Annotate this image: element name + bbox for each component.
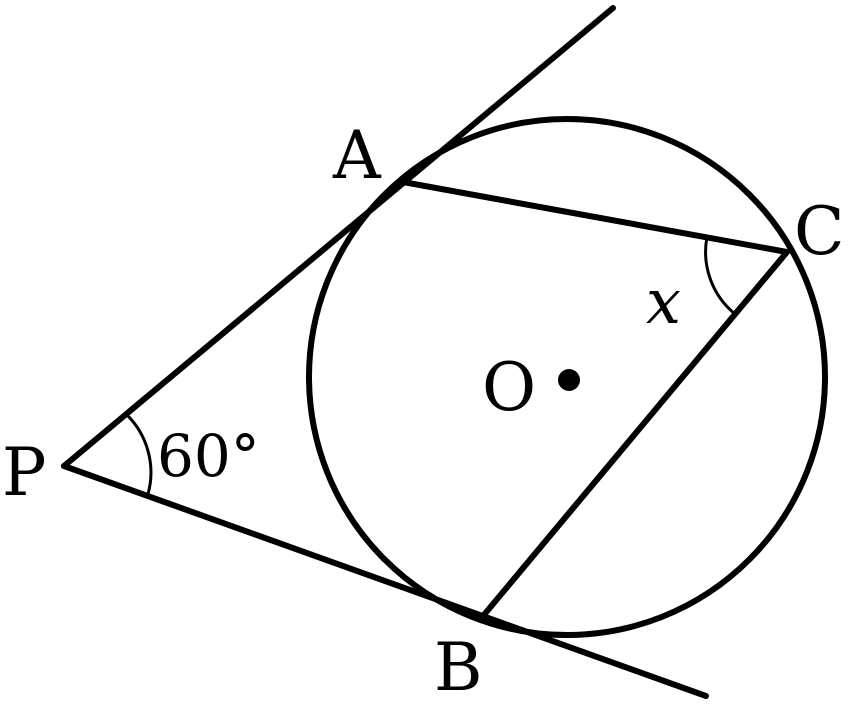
label-o: O — [482, 349, 536, 426]
circle-o — [306, 116, 828, 638]
chord-cb — [480, 249, 790, 619]
angle-label-x: x — [646, 265, 681, 338]
angle-label-p: 60° — [157, 422, 260, 490]
label-a: A — [332, 117, 382, 194]
tangent-pb — [61, 463, 709, 699]
center-point-o — [558, 369, 580, 391]
chord-ac — [400, 179, 790, 255]
tangent-pa — [61, 5, 616, 469]
angle-arc-c — [704, 236, 736, 316]
label-b: B — [434, 629, 483, 706]
label-c: C — [794, 193, 845, 270]
label-p: P — [2, 434, 46, 511]
angle-arc-p — [124, 412, 153, 495]
